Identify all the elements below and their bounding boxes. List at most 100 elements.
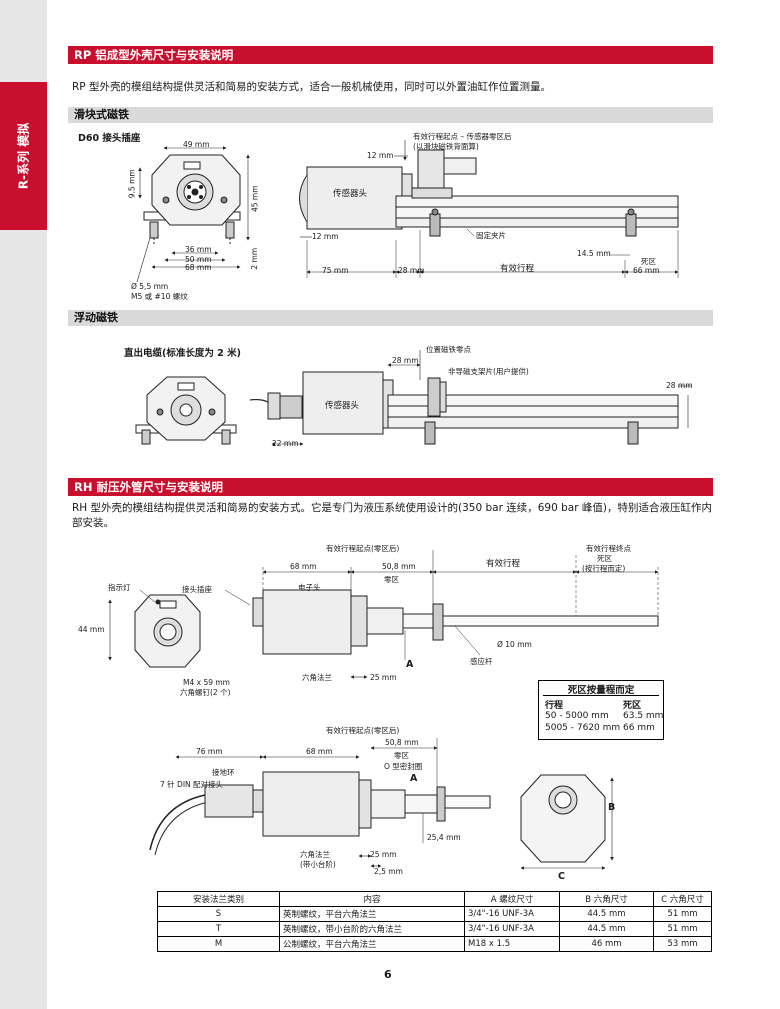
dim-2: 2 mm [250, 247, 260, 270]
page-number: 6 [384, 968, 392, 981]
th-content: 内容 [279, 891, 465, 907]
rh2-dim-2-5: 2,5 mm [374, 867, 403, 876]
rh2-din: 7 针 DIN 配对接头 [160, 780, 224, 789]
cell: 46 mm [559, 936, 654, 952]
dead-zone-box: 死区按量程而定 行程 死区 50 - 5000 mm 63.5 mm 5005 … [538, 680, 664, 740]
stroke-label: 有效行程 [500, 264, 535, 274]
rh-dim-50-8: 50,8 mm [382, 562, 416, 571]
cell: 53 mm [653, 936, 712, 952]
rh-dim-44: 44 mm [78, 625, 105, 634]
screw-label: M5 或 #10 螺纹 [131, 292, 188, 301]
hole-dia: Ø 5,5 mm [131, 282, 169, 291]
dim-12-bottom: 12 mm [312, 232, 339, 241]
dz-r1a: 50 - 5000 mm [545, 711, 609, 721]
float-side-view [249, 350, 692, 446]
cell: T [157, 921, 280, 937]
dz-r2b: 66 mm [623, 723, 655, 733]
dim-68: 68 mm [185, 263, 212, 272]
th-c: C 六角尺寸 [653, 891, 712, 907]
slide-front-view [136, 146, 250, 283]
rh-A: A [406, 659, 414, 670]
float-front-view [135, 376, 237, 445]
rp-title: RP 铝成型外壳尺寸与安装说明 [68, 46, 713, 64]
cell: 44.5 mm [559, 906, 654, 922]
rh2-start: 有效行程起点(零区后) [326, 726, 400, 735]
rh-drawing-2 [149, 738, 614, 870]
cell: M [157, 936, 280, 952]
rh-end-2: 死区 [597, 554, 612, 563]
d60-label: D60 接头插座 [78, 133, 141, 144]
start-label-2: (以滑块磁铁背面算) [413, 142, 479, 151]
hex-C: C [558, 871, 565, 882]
rh-start-label: 有效行程起点(零区后) [326, 544, 400, 553]
dim-28: 28 mm [398, 266, 425, 275]
rh2-dim-50-8: 50,8 mm [385, 738, 419, 747]
cell: 3/4"-16 UNF-3A [464, 921, 560, 937]
dim-45: 45 mm [250, 185, 260, 213]
rh2-dim-25-4: 25,4 mm [427, 833, 461, 842]
sensor-head-label: 传感器头 [333, 189, 368, 199]
rh-description: RH 型外壳的模组结构提供灵活和简易的安装方式。它是专门为液压系统使用设计的(3… [72, 502, 712, 529]
table-row: S 英制螺纹，平台六角法兰 3/4"-16 UNF-3A 44.5 mm 51 … [157, 906, 712, 922]
table-header-row: 安装法兰类别 内容 A 螺纹尺寸 B 六角尺寸 C 六角尺寸 [157, 891, 712, 907]
rh2-zero: 零区 [394, 751, 409, 760]
rp-description: RP 型外壳的模组结构提供灵活和简易的安装方式，适合一般机械使用，同时可以外置油… [72, 81, 551, 93]
rh-ehead: 电子头 [298, 583, 321, 592]
rh2-A: A [410, 773, 418, 784]
cell: 公制螺纹，平台六角法兰 [279, 936, 465, 952]
rh-end-1: 有效行程终点 [586, 544, 631, 553]
clamp-label: 固定夹片 [476, 231, 506, 240]
dim-14-5: 14.5 mm [577, 249, 611, 258]
th-a: A 螺纹尺寸 [464, 891, 560, 907]
rh-dia-10: Ø 10 mm [497, 640, 532, 649]
rh2-flange-2: (带小台阶) [300, 860, 336, 869]
cell: 44.5 mm [559, 921, 654, 937]
cell: 51 mm [653, 921, 712, 937]
mounting-table: 安装法兰类别 内容 A 螺纹尺寸 B 六角尺寸 C 六角尺寸 S 英制螺纹，平台… [157, 891, 712, 952]
slide-magnet-title: 滑块式磁铁 [68, 107, 713, 123]
cell: 3/4"-16 UNF-3A [464, 906, 560, 922]
rh-zero: 零区 [384, 575, 399, 584]
dim-28-right: 28 mm [666, 381, 693, 390]
table-row: T 英制螺纹，带小台阶的六角法兰 3/4"-16 UNF-3A 44.5 mm … [157, 921, 712, 937]
dz-r1b: 63.5 mm [623, 711, 664, 721]
rh-rod: 感应杆 [470, 657, 493, 666]
dz-h2: 死区 [623, 701, 642, 711]
th-type: 安装法兰类别 [157, 891, 280, 907]
zero-label: 位置磁铁零点 [426, 345, 471, 354]
rh-drawing-1 [108, 550, 659, 679]
th-b: B 六角尺寸 [559, 891, 654, 907]
cable-label: 直出电缆(标准长度为 2 米) [124, 348, 241, 359]
rh2-dim-25: 25 mm [370, 850, 397, 859]
cell: 英制螺纹，带小台阶的六角法兰 [279, 921, 465, 937]
float-magnet-title: 浮动磁铁 [68, 310, 713, 326]
rh2-dim-76: 76 mm [196, 747, 223, 756]
dim-12-top: 12 mm [367, 151, 394, 160]
dim-22: 22 mm [272, 439, 299, 448]
hex-B: B [608, 802, 616, 813]
dz-r2a: 5005 - 7620 mm [545, 723, 621, 733]
rh-dim-68: 68 mm [290, 562, 317, 571]
rh-flange: 六角法兰 [302, 673, 332, 682]
rh-lamp: 指示灯 [108, 583, 131, 592]
rh-title: RH 耐压外管尺寸与安装说明 [68, 478, 713, 496]
dead-zone-label: 死区 [641, 257, 656, 266]
rh-dim-25: 25 mm [370, 673, 397, 682]
cell: 51 mm [653, 906, 712, 922]
rh2-dim-68: 68 mm [306, 747, 333, 756]
dz-h1: 行程 [545, 701, 564, 711]
rh-m4: M4 x 59 mm [183, 678, 230, 687]
cell: S [157, 906, 280, 922]
rh-hexscrew: 六角螺钉(2 个) [180, 688, 231, 697]
table-row: M 公制螺纹，平台六角法兰 M18 x 1.5 46 mm 53 mm [157, 936, 712, 952]
cell: 英制螺纹，平台六角法兰 [279, 906, 465, 922]
rh2-ground: 接地环 [212, 768, 235, 777]
rh-end-3: (按行程而定) [582, 564, 626, 573]
dim-66: 66 mm [633, 266, 660, 275]
slide-side-view [299, 140, 679, 278]
bracket-label: 非导磁支架片(用户提供) [448, 367, 529, 376]
dim-49: 49 mm [183, 140, 210, 149]
dim-36: 36 mm [185, 245, 212, 254]
rh-stroke: 有效行程 [486, 559, 521, 569]
